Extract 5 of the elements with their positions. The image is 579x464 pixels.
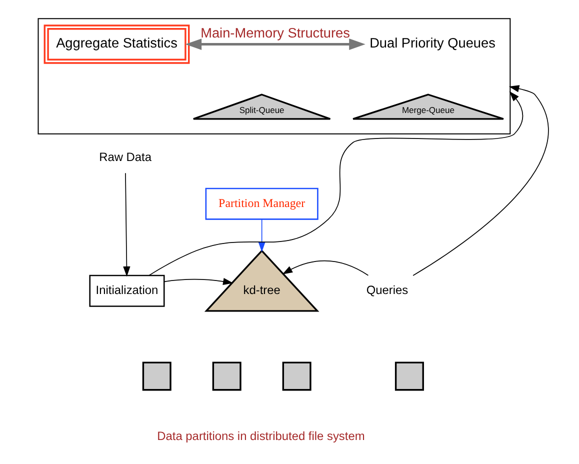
label: Data partitions in distributed file system [156,428,364,443]
edge-label: Main-Memory Structures [200,25,350,40]
node-text: Queries [366,283,408,298]
node-text: Dual Priority Queues [369,36,495,50]
node-text: Raw Data [98,150,151,164]
